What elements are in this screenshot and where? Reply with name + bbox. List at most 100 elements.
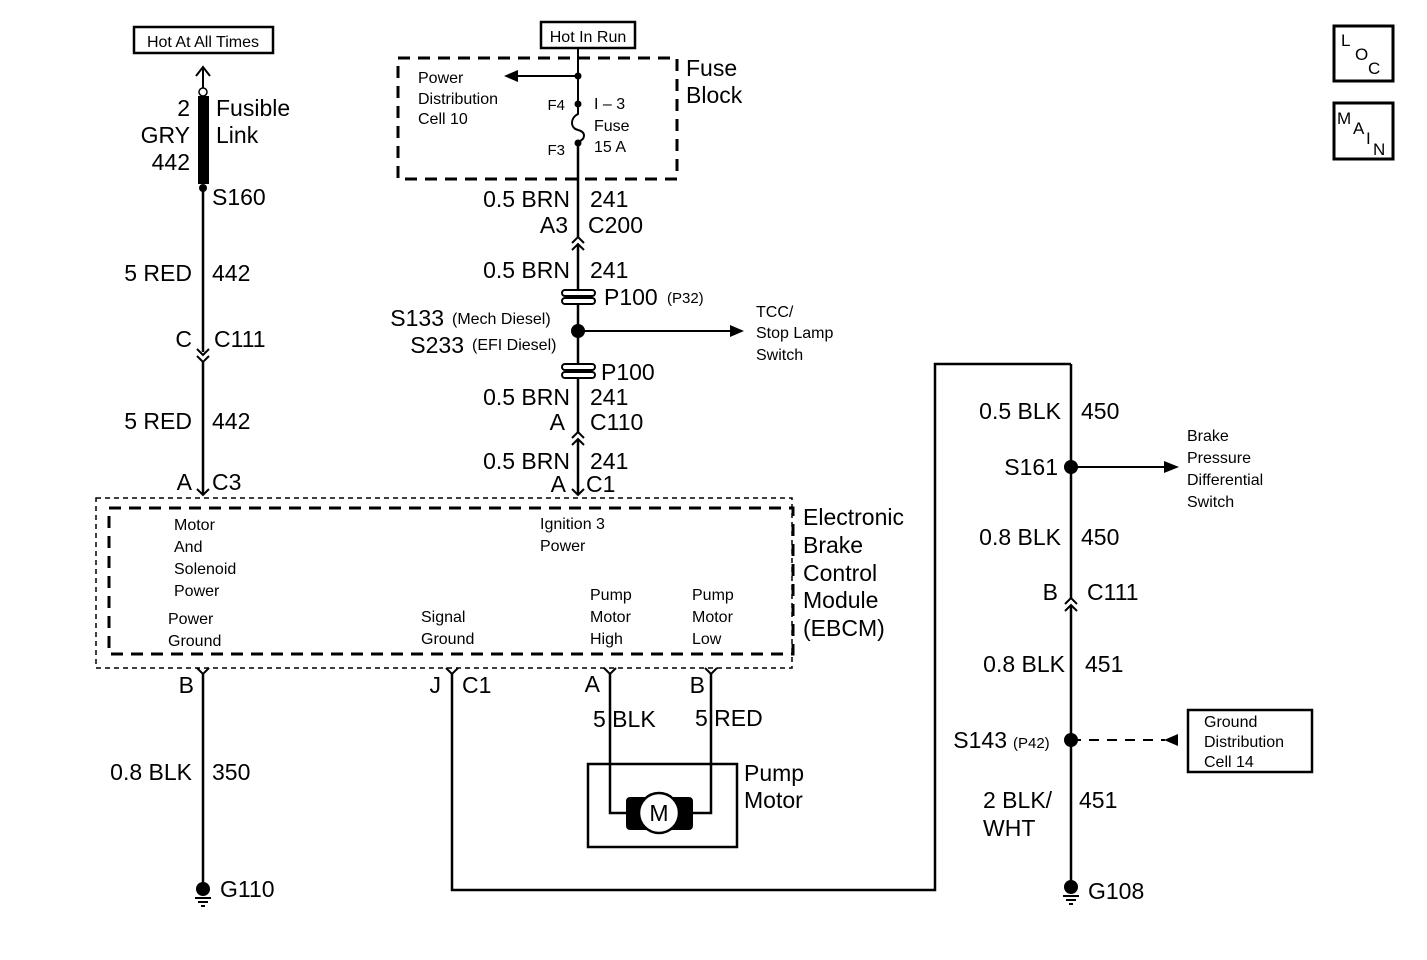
connector-c1-top-icon (571, 488, 585, 497)
fuse-terminal-f4: F4 (547, 97, 565, 114)
ebcm-name-2: Brake (803, 532, 863, 558)
arrow-left-icon (504, 70, 518, 82)
main-button[interactable]: M A I N (1332, 101, 1395, 161)
c111-left-pin: C (175, 326, 192, 352)
fusible-link-color: GRY (141, 122, 190, 148)
splice-s233: S233 (410, 332, 464, 358)
wire-350-gauge: 0.8 BLK (110, 759, 192, 785)
wire-241-gauge-2: 0.5 BRN (483, 257, 570, 283)
ebcm-name-3: Control (803, 560, 877, 586)
ebcm-housing-outline (95, 497, 793, 669)
fusible-link-label-2: Link (216, 122, 259, 148)
fusible-link-icon (198, 96, 209, 184)
wire-241-circuit-3: 241 (590, 384, 628, 410)
wire-241-gauge-3: 0.5 BRN (483, 384, 570, 410)
bpds-line-1: Brake (1187, 428, 1229, 445)
wire-451-gauge-2a: 2 BLK/ (983, 787, 1053, 813)
arrow-right-icon (1164, 461, 1179, 473)
loc-letter-l: L (1341, 31, 1350, 50)
fusible-link-size: 2 (177, 95, 190, 121)
fuse-block-label-2: Block (686, 82, 743, 108)
c110-name: C110 (590, 409, 643, 435)
connector-pump-a-icon (603, 667, 617, 676)
fuse-block-label-1: Fuse (686, 55, 737, 81)
wire-450-circuit-1: 450 (1081, 398, 1119, 424)
main-letter-a: A (1353, 119, 1365, 138)
p100-top-connector-icon (561, 289, 596, 305)
main-letter-i: I (1366, 129, 1371, 148)
hot-at-all-times-label: Hot At All Times (147, 34, 259, 51)
pump-high-line-1: Pump (590, 587, 632, 604)
c3-pin: A (177, 469, 193, 495)
ebcm-name-4: Module (803, 587, 878, 613)
loc-button[interactable]: L O C (1332, 24, 1395, 83)
c3-name: C3 (212, 469, 241, 495)
ground-g110-label: G110 (220, 876, 275, 902)
splice-s133-note: (Mech Diesel) (452, 311, 551, 328)
p100-bottom-connector-icon (561, 363, 596, 379)
main-letter-m: M (1337, 109, 1351, 128)
power-distribution-line-3: Cell 10 (418, 111, 468, 128)
motor-power-line-3: Solenoid (174, 561, 236, 578)
pump-wire-b: 5 RED (695, 705, 763, 731)
ground-g110-icon (195, 882, 211, 907)
fuse-rating: 15 A (594, 139, 626, 156)
wire-450-gauge-2: 0.8 BLK (979, 524, 1061, 550)
wire-241-gauge-1: 0.5 BRN (483, 186, 570, 212)
ebcm-name-1: Electronic (803, 504, 904, 530)
signal-ground-line-2: Ground (421, 631, 474, 648)
fusible-link-label-1: Fusible (216, 95, 290, 121)
pump-motor-label-1: Pump (744, 760, 804, 786)
ebcm-name-5: (EBCM) (803, 615, 885, 641)
signal-ground-pin: J (430, 672, 442, 698)
gdc-line-3: Cell 14 (1204, 754, 1254, 771)
splice-s233-note: (EFI Diesel) (472, 337, 556, 354)
wire-241-circuit-4: 241 (590, 448, 628, 474)
connector-c3-icon (196, 488, 210, 497)
power-distribution-line-1: Power (418, 70, 464, 87)
pump-pin-a: A (585, 671, 601, 697)
power-ground-line-1: Power (168, 611, 214, 628)
connector-j-c1-icon (445, 667, 459, 676)
splice-s133: S133 (390, 305, 444, 331)
fuse-word: Fuse (594, 118, 630, 135)
p100-bottom-label: P100 (601, 359, 655, 385)
pump-low-line-1: Pump (692, 587, 734, 604)
c1-top-name: C1 (586, 471, 615, 497)
hot-in-run-box: Hot In Run (539, 20, 637, 50)
pump-motor-label-2: Motor (744, 787, 803, 813)
c111-right-name: C111 (1087, 579, 1139, 605)
signal-ground-line-1: Signal (421, 609, 465, 626)
fuse-name: I – 3 (594, 96, 625, 113)
wire-451-circuit-2: 451 (1079, 787, 1117, 813)
splice-s143-note: (P42) (1013, 735, 1050, 752)
wire-442-gauge-1: 5 RED (124, 260, 192, 286)
ground-distribution-box (1186, 708, 1314, 774)
pump-pin-b: B (690, 672, 705, 698)
wire-442-gauge-2: 5 RED (124, 408, 192, 434)
arrow-right-icon (730, 325, 744, 337)
connector-pump-b-icon (704, 667, 718, 676)
c111-left-name: C111 (214, 326, 266, 352)
power-ground-pin: B (179, 672, 194, 698)
ground-g108-icon (1063, 880, 1079, 905)
pump-wire-a: 5 BLK (593, 706, 656, 732)
motor-icon: M (626, 791, 693, 835)
pump-low-line-2: Motor (692, 609, 734, 626)
motor-power-line-2: And (174, 539, 202, 556)
hot-in-run-label: Hot In Run (550, 29, 626, 46)
ebcm-outline (107, 506, 795, 656)
c200-pin: A3 (540, 212, 568, 238)
fuse-terminal-f3: F3 (547, 142, 565, 159)
ground-g108-label: G108 (1088, 878, 1144, 904)
pump-high-line-2: Motor (590, 609, 632, 626)
c1-top-pin: A (551, 471, 567, 497)
motor-power-line-4: Power (174, 583, 220, 600)
tcc-line-2: Stop Lamp (756, 325, 833, 342)
wire-450-circuit-2: 450 (1081, 524, 1119, 550)
c110-pin: A (550, 409, 566, 435)
bpds-line-4: Switch (1187, 494, 1234, 511)
wire-451-circuit-1: 451 (1085, 651, 1123, 677)
gdc-line-2: Distribution (1204, 734, 1284, 751)
